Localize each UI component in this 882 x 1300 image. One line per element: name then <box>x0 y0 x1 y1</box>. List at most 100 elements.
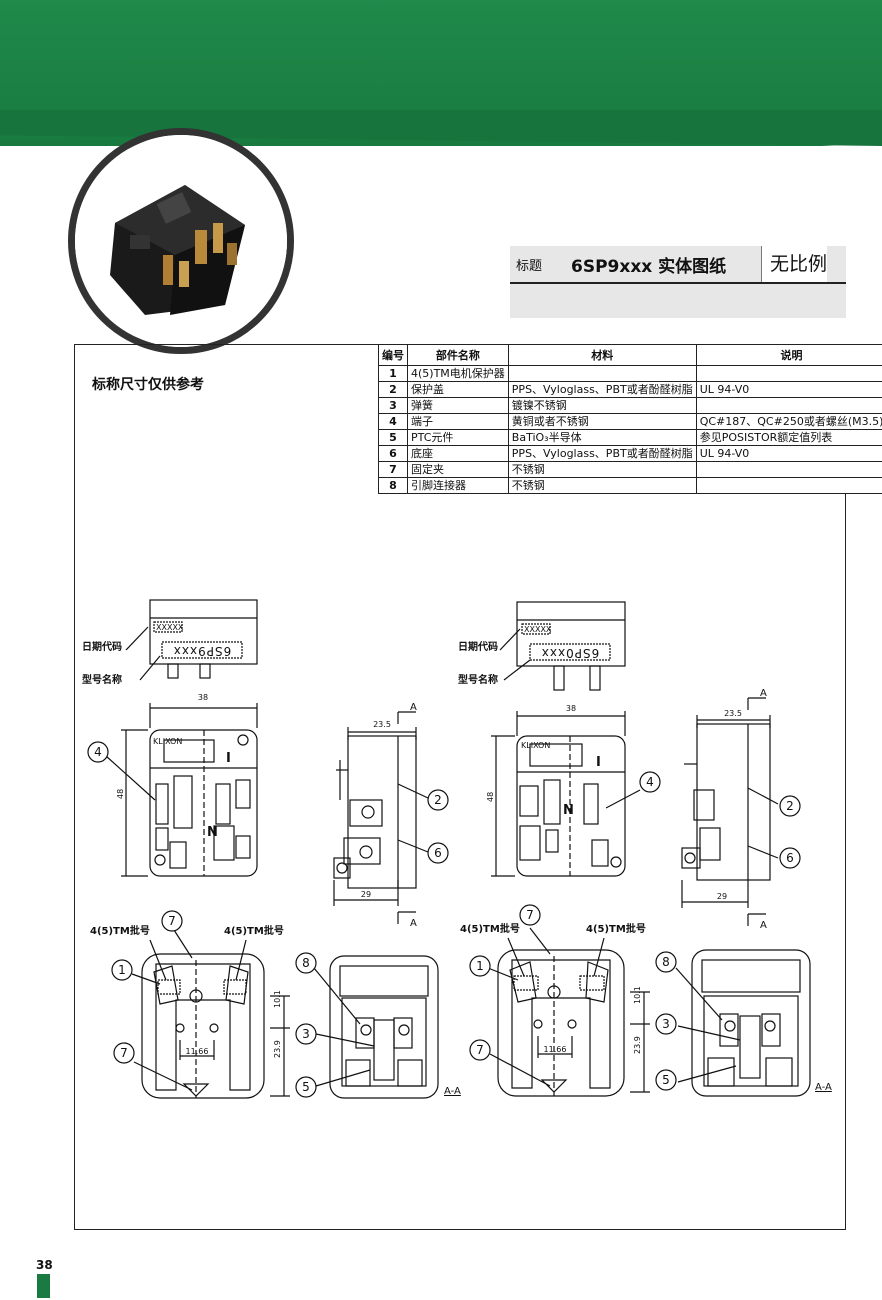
tm-batch-label: 4(5)TM批号 <box>586 922 646 935</box>
date-code-mark: XXXXX <box>524 625 552 634</box>
callout-number: 6 <box>786 851 794 865</box>
cell-note <box>695 477 882 494</box>
dim-depth-bottom: 29 <box>361 890 371 899</box>
section-view-right <box>675 949 811 1097</box>
title-label: 标题 <box>516 258 543 274</box>
model-mark-right: 6SP0xxx <box>541 646 599 660</box>
brand-mark: KLIXON <box>153 737 182 746</box>
callout-circle <box>427 842 449 864</box>
product-photo <box>68 128 294 354</box>
model-name-label: 型号名称 <box>458 673 498 686</box>
callout-number: 7 <box>168 914 176 928</box>
callout-number: 4 <box>94 745 102 759</box>
callout-circle <box>111 959 133 981</box>
cell-name: 引脚连接器 <box>407 477 509 494</box>
callout-circle <box>519 904 541 926</box>
callout-circle <box>639 771 661 793</box>
cell-no: 2 <box>378 381 408 398</box>
section-letter: A <box>410 702 417 713</box>
callout-circle <box>779 795 801 817</box>
callout-number: 4 <box>646 775 654 789</box>
scale-note: 无比例 <box>761 246 828 282</box>
callout-number: 5 <box>662 1073 670 1087</box>
front-view-right <box>491 711 641 877</box>
callout-circle <box>469 1039 491 1061</box>
dim-depth-top: 23.5 <box>373 720 391 729</box>
tm-batch-label: 4(5)TM批号 <box>460 922 520 935</box>
callout-number: 2 <box>434 793 442 807</box>
col-header: 编号 <box>378 344 408 366</box>
callout-circle <box>469 955 491 977</box>
callout-circle <box>87 741 109 763</box>
callout-number: 7 <box>476 1043 484 1057</box>
callout-number: 8 <box>662 955 670 969</box>
section-label: A-A <box>444 1086 461 1097</box>
callout-circle <box>295 1076 317 1098</box>
dim-depth-bottom: 29 <box>717 892 727 901</box>
reference-note: 标称尺寸仅供参考 <box>92 377 204 393</box>
brand-mark: KLIXON <box>521 741 550 750</box>
callout-number: 7 <box>526 908 534 922</box>
callout-number: 2 <box>786 799 794 813</box>
title-row: 标题 6SP9xxx 实体图纸 无比例 <box>510 246 846 284</box>
callout-number: 1 <box>118 963 126 977</box>
callout-circle <box>655 951 677 973</box>
callout-circle <box>779 847 801 869</box>
front-view-left <box>105 703 258 877</box>
dim-height: 48 <box>486 792 495 802</box>
callout-circle <box>161 910 183 932</box>
section-letter: A <box>760 688 767 699</box>
callout-number: 7 <box>120 1046 128 1060</box>
callout-number: 6 <box>434 846 442 860</box>
title-block: 标题 6SP9xxx 实体图纸 无比例 <box>510 246 846 318</box>
label-view-right <box>499 601 626 691</box>
terminal-letter: N <box>563 803 574 818</box>
callout-number: 8 <box>302 956 310 970</box>
section-label: A-A <box>815 1082 832 1093</box>
dim-upper: 10.1 <box>633 986 642 1004</box>
date-code-label: 日期代码 <box>82 640 122 653</box>
callout-circle <box>655 1069 677 1091</box>
bottom-view-left <box>131 929 290 1099</box>
model-mark-left: 6SP9xxx <box>173 644 231 658</box>
dim-width: 38 <box>566 704 576 713</box>
terminal-letter: I <box>596 755 601 770</box>
tm-batch-label: 4(5)TM批号 <box>224 924 284 937</box>
page-number: 38 <box>36 1258 53 1272</box>
dim-lower: 23.9 <box>633 1036 642 1054</box>
callout-circle <box>295 952 317 974</box>
cell-material: 不锈钢 <box>507 477 697 494</box>
label-view-left <box>125 599 258 681</box>
date-code-label: 日期代码 <box>458 640 498 653</box>
cell-note: 参见POSISTOR额定值列表 <box>695 429 882 446</box>
callout-number: 1 <box>476 959 484 973</box>
part-title: 6SP9xxx 实体图纸 <box>571 256 727 277</box>
terminal-letter: I <box>226 751 231 766</box>
callout-circle <box>295 1023 317 1045</box>
callout-number: 5 <box>302 1080 310 1094</box>
callout-number: 3 <box>302 1027 310 1041</box>
cell-name: 保护盖 <box>407 381 509 398</box>
callout-circle <box>427 789 449 811</box>
dim-pitch: 11.66 <box>544 1045 567 1054</box>
section-view-left <box>313 955 439 1099</box>
bottom-view-right <box>487 927 650 1097</box>
col-header: 说明 <box>695 344 882 366</box>
date-code-mark: XXXXX <box>156 623 184 632</box>
section-letter: A <box>760 920 767 931</box>
callout-circle <box>113 1042 135 1064</box>
terminal-letter: N <box>207 825 218 840</box>
callout-number: 3 <box>662 1017 670 1031</box>
dim-depth-top: 23.5 <box>724 709 742 718</box>
relay-photo-illustration <box>75 135 287 347</box>
callout-circle <box>655 1013 677 1035</box>
dim-width: 38 <box>198 693 208 702</box>
